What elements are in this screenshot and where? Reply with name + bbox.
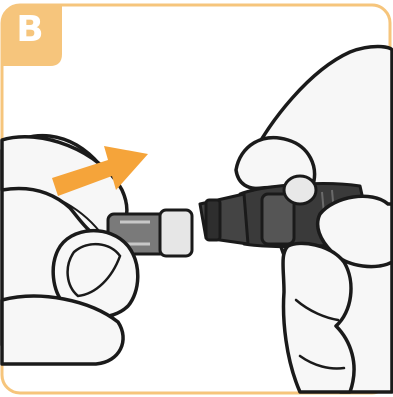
step-letter: B xyxy=(16,9,44,50)
left-thumb-nail xyxy=(66,243,122,298)
step-badge xyxy=(2,5,62,66)
left-lower-fingers xyxy=(0,294,125,366)
right-finger-crease xyxy=(294,298,346,370)
arrow-right-icon xyxy=(52,146,148,196)
right-thumb xyxy=(315,194,393,269)
right-lower-fingers xyxy=(281,241,356,394)
